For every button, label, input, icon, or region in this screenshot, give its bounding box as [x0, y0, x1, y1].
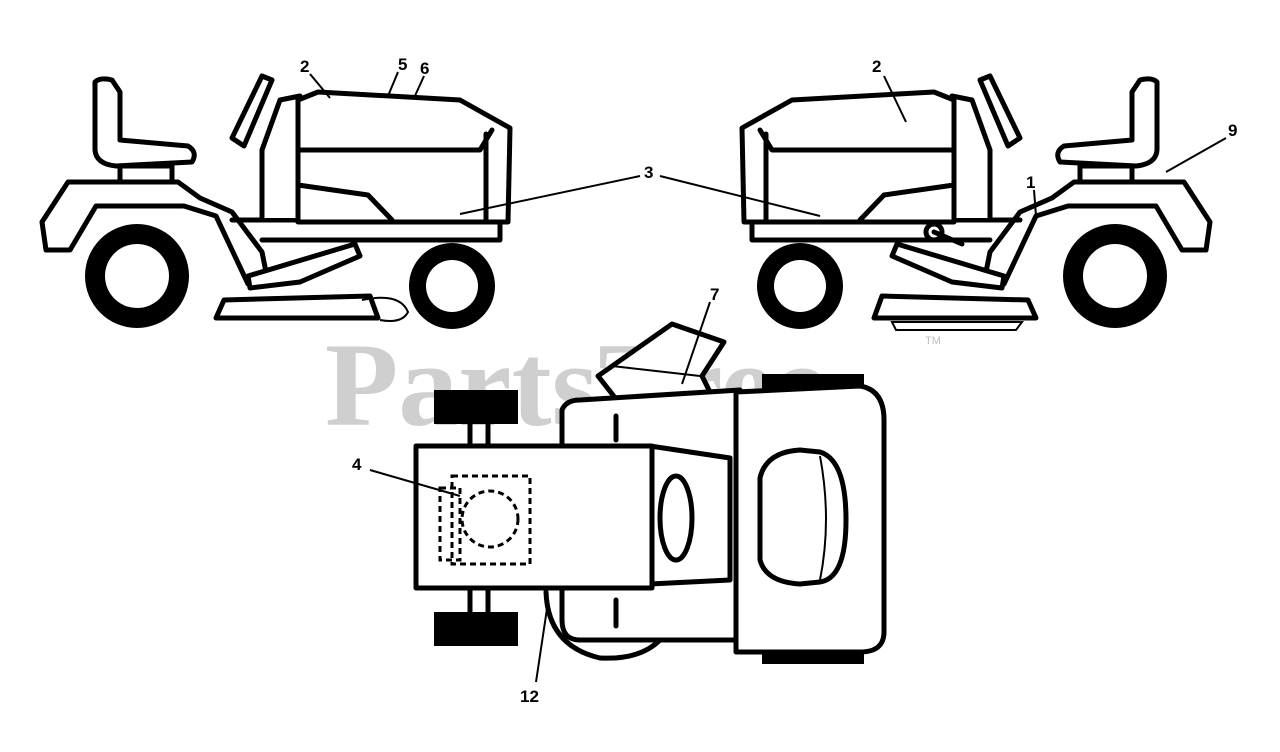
left-steering-wheel — [229, 73, 275, 149]
leader-6 — [413, 75, 425, 99]
right-lift-lever — [931, 229, 965, 247]
leader-1 — [1033, 189, 1037, 217]
leader-3-right — [659, 175, 821, 217]
right-steering-column — [949, 93, 993, 221]
left-steering-column — [259, 93, 303, 221]
callout-3: 3 — [644, 163, 653, 182]
leader-9 — [1165, 137, 1227, 173]
leader-5 — [387, 71, 399, 97]
right-seat — [1055, 76, 1160, 169]
callout-9: 9 — [1228, 121, 1237, 140]
right-hood — [739, 89, 957, 225]
callout-2-right: 2 — [872, 57, 881, 76]
top-rear-wheel-left — [434, 390, 518, 424]
top-decal-circle — [460, 489, 520, 549]
callouts: 2 5 6 3 2 9 1 7 4 12 — [300, 55, 1237, 706]
callout-5: 5 — [398, 55, 407, 74]
leader-lines — [309, 71, 1227, 683]
top-rear-axle — [467, 421, 491, 615]
left-side-panel — [295, 182, 395, 223]
leader-2-right — [883, 75, 907, 123]
right-foot-pedal — [889, 241, 1007, 291]
leader-3-left — [459, 175, 641, 215]
top-cable — [543, 589, 663, 661]
callout-7: 7 — [710, 285, 719, 304]
left-seat-post — [117, 163, 175, 185]
top-hood-grille — [757, 447, 849, 587]
tractor-left-side-view — [39, 73, 513, 329]
left-seat — [92, 76, 197, 169]
callout-1: 1 — [1026, 173, 1035, 192]
callout-6: 6 — [420, 59, 429, 78]
tractor-top-view — [413, 321, 887, 664]
left-hood — [295, 89, 513, 225]
callout-12: 12 — [520, 687, 539, 706]
top-decal-box-outer — [450, 474, 532, 566]
right-deck-plate — [890, 321, 1024, 331]
leader-2-left — [309, 73, 331, 99]
left-foot-pedal — [245, 241, 363, 291]
watermark-trademark: TM — [925, 335, 941, 347]
right-mower-deck — [871, 293, 1039, 321]
tractor-right-side-view — [739, 73, 1213, 331]
left-mower-deck — [213, 293, 381, 321]
right-side-panel — [857, 182, 957, 223]
callout-4: 4 — [352, 455, 362, 474]
right-seat-post — [1077, 163, 1135, 185]
leader-7 — [681, 301, 711, 385]
top-decal-box-inner — [438, 486, 462, 562]
right-steering-wheel — [977, 73, 1023, 149]
top-steering-wheel — [657, 473, 695, 563]
top-rear-wheel-right — [434, 612, 518, 646]
left-deck-cable — [361, 296, 410, 322]
callout-2-left: 2 — [300, 57, 309, 76]
leader-4 — [369, 469, 461, 497]
leader-12 — [535, 601, 549, 683]
